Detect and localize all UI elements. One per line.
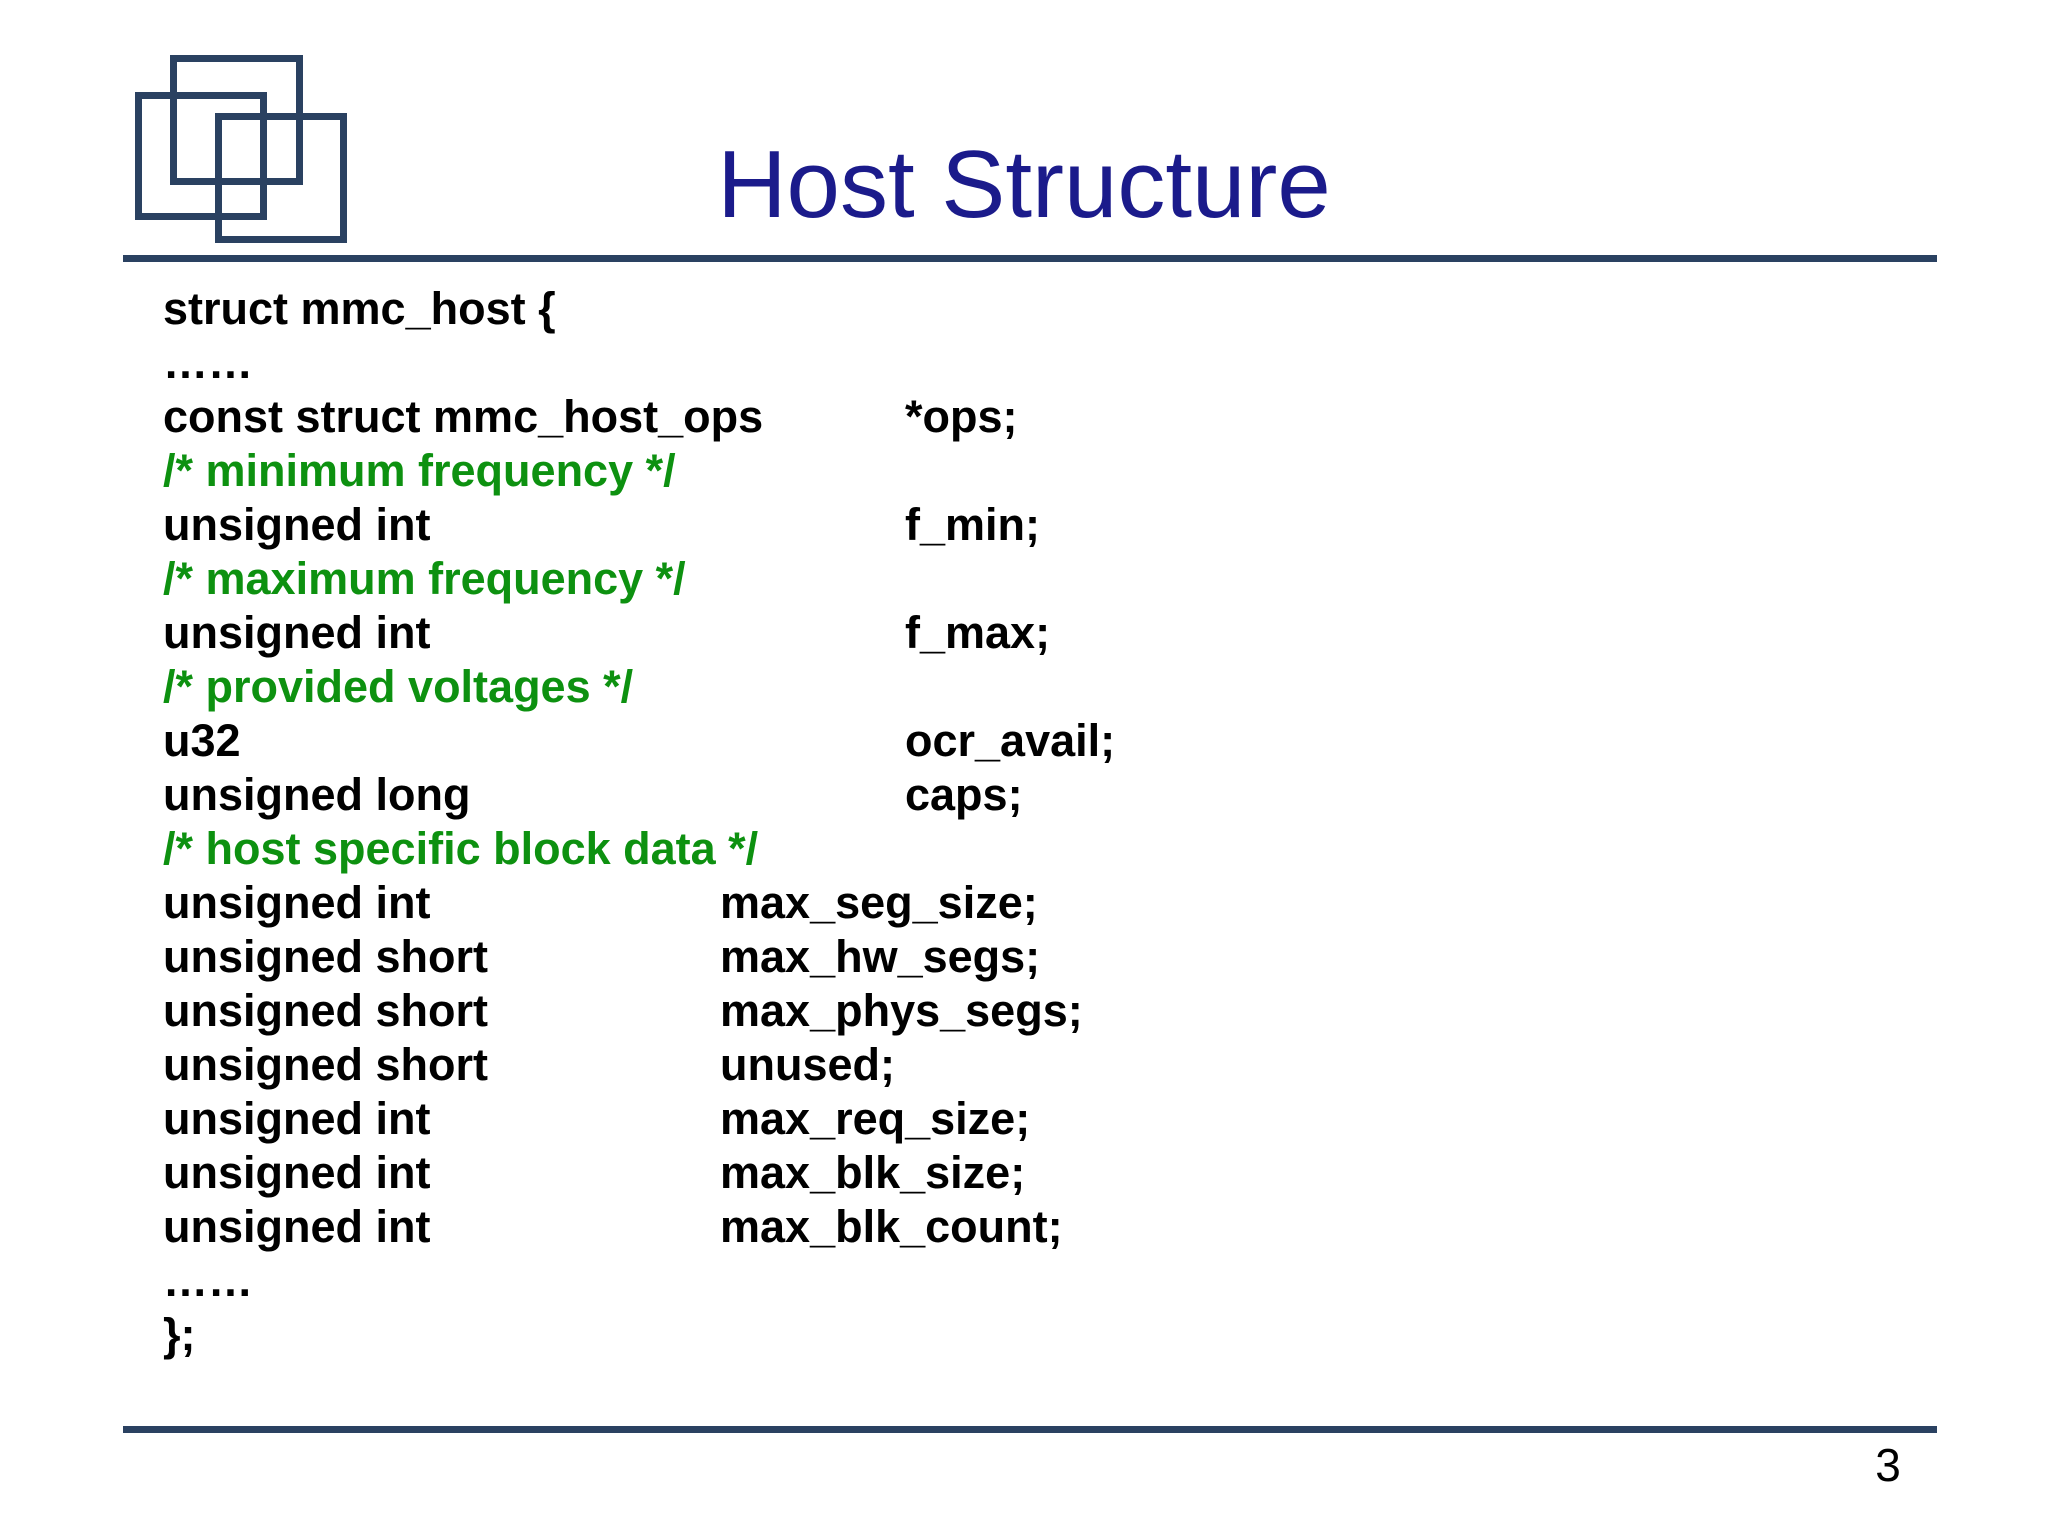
page-number: 3 xyxy=(1875,1439,1901,1491)
code-line: struct mmc_host { xyxy=(163,282,1863,336)
code-line: …… xyxy=(163,1254,1863,1308)
code-line: /* provided voltages */ xyxy=(163,660,1863,714)
code-type: unsigned int xyxy=(163,499,431,550)
code-line: …… xyxy=(163,336,1863,390)
code-type: u32 xyxy=(163,715,241,766)
code-line: unsigned short max_hw_segs; xyxy=(163,930,1863,984)
page-title: Host Structure xyxy=(717,131,1331,238)
code-line: /* maximum frequency */ xyxy=(163,552,1863,606)
code-text: …… xyxy=(163,1255,253,1306)
code-type: unsigned int xyxy=(163,1093,431,1144)
code-line: unsigned int f_max; xyxy=(163,606,1863,660)
code-type: unsigned int xyxy=(163,1147,431,1198)
code-type: unsigned short xyxy=(163,985,488,1036)
code-line: /* host specific block data */ xyxy=(163,822,1863,876)
logo-square-top-icon xyxy=(170,55,303,185)
code-type: unsigned short xyxy=(163,1039,488,1090)
code-comment: /* host specific block data */ xyxy=(163,823,759,874)
code-field-name: max_req_size; xyxy=(720,1093,1031,1144)
code-type: unsigned short xyxy=(163,931,488,982)
code-line: unsigned short unused; xyxy=(163,1038,1863,1092)
code-text: …… xyxy=(163,337,253,388)
code-text: }; xyxy=(163,1309,196,1360)
code-field-name: f_min; xyxy=(905,499,1040,550)
code-field-name: *ops; xyxy=(905,391,1018,442)
code-type: unsigned int xyxy=(163,607,431,658)
code-line: unsigned int max_blk_count; xyxy=(163,1200,1863,1254)
code-line: unsigned long caps; xyxy=(163,768,1863,822)
code-field-name: max_seg_size; xyxy=(720,877,1038,928)
code-line: const struct mmc_host_ops *ops; xyxy=(163,390,1863,444)
code-field-name: max_blk_size; xyxy=(720,1147,1026,1198)
code-comment: /* minimum frequency */ xyxy=(163,445,676,496)
code-field-name: unused; xyxy=(720,1039,895,1090)
header-divider xyxy=(123,255,1937,262)
code-field-name: max_blk_count; xyxy=(720,1201,1063,1252)
code-text: struct mmc_host { xyxy=(163,283,556,334)
struct-code-block: struct mmc_host {……const struct mmc_host… xyxy=(163,282,1863,1362)
code-line: unsigned int max_blk_size; xyxy=(163,1146,1863,1200)
code-line: unsigned short max_phys_segs; xyxy=(163,984,1863,1038)
code-line: u32 ocr_avail; xyxy=(163,714,1863,768)
code-field-name: caps; xyxy=(905,769,1023,820)
code-line: }; xyxy=(163,1308,1863,1362)
code-comment: /* provided voltages */ xyxy=(163,661,634,712)
code-field-name: max_phys_segs; xyxy=(720,985,1083,1036)
code-line: unsigned int max_seg_size; xyxy=(163,876,1863,930)
code-field-name: ocr_avail; xyxy=(905,715,1116,766)
code-field-name: f_max; xyxy=(905,607,1051,658)
code-comment: /* maximum frequency */ xyxy=(163,553,686,604)
code-line: unsigned int max_req_size; xyxy=(163,1092,1863,1146)
logo-square-right-icon xyxy=(215,113,347,243)
footer-divider xyxy=(123,1426,1937,1433)
code-line: /* minimum frequency */ xyxy=(163,444,1863,498)
three-overlapping-squares-logo-icon xyxy=(135,55,350,245)
code-type: unsigned long xyxy=(163,769,471,820)
logo-square-left-icon xyxy=(135,92,267,220)
code-field-name: max_hw_segs; xyxy=(720,931,1041,982)
code-type: unsigned int xyxy=(163,1201,431,1252)
code-line: unsigned int f_min; xyxy=(163,498,1863,552)
code-type: const struct mmc_host_ops xyxy=(163,391,764,442)
code-type: unsigned int xyxy=(163,877,431,928)
